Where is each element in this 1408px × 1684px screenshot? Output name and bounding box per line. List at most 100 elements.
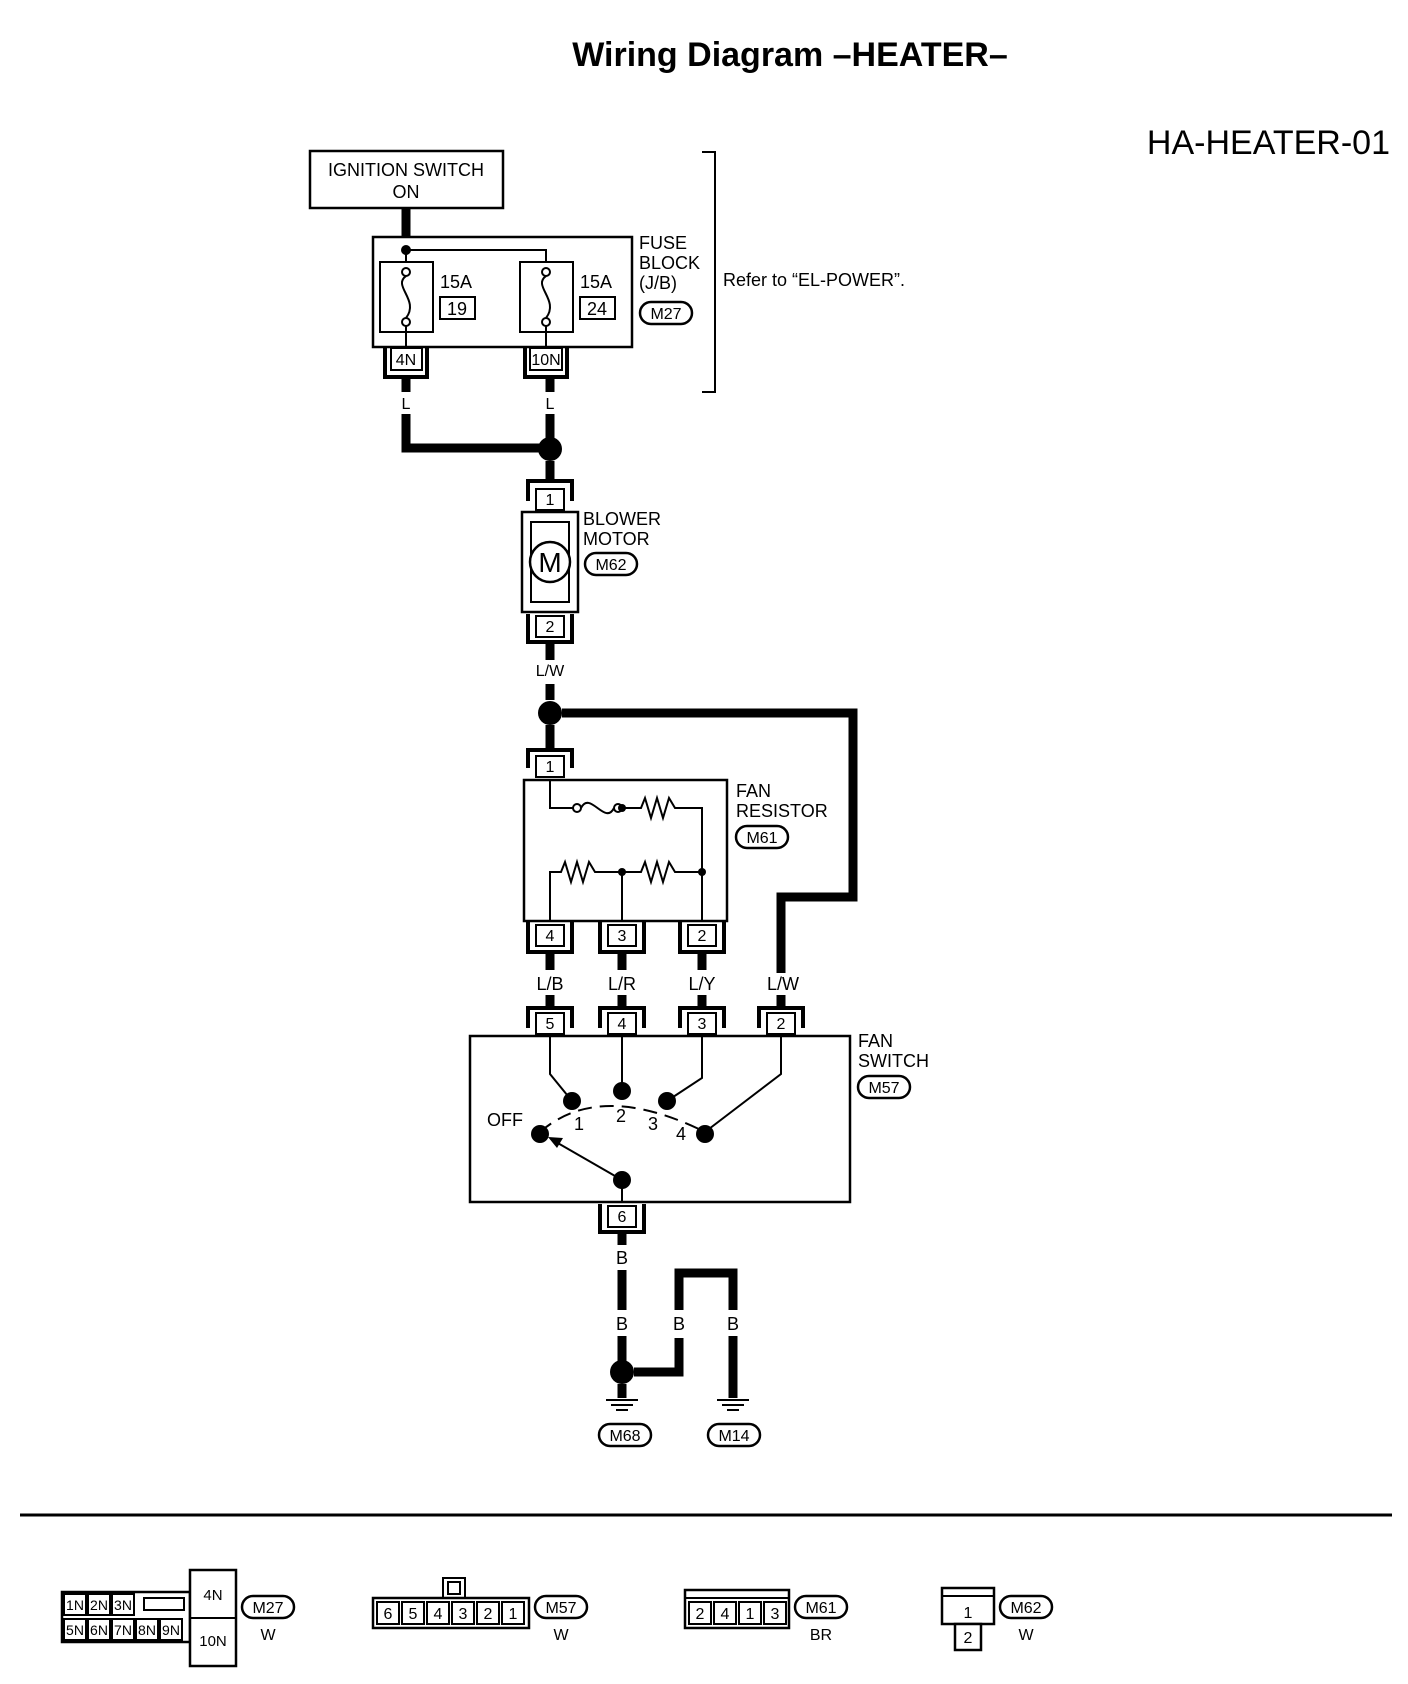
switch-contact-1	[563, 1092, 581, 1110]
connector-view-m27: 1N 2N 3N 5N 6N 7N 8N 9N 4N 10N M27 W	[60, 1568, 296, 1668]
switch-pos-1: 1	[574, 1114, 584, 1134]
m27-side-bottom: 10N	[199, 1633, 227, 1650]
switch-pos-off: OFF	[487, 1110, 523, 1130]
switch-pin-4-label: 4	[618, 1016, 627, 1033]
switch-pos-3: 3	[648, 1114, 658, 1134]
switch-pin-6: 6	[598, 1204, 646, 1234]
wire-label-fuse2: L	[546, 396, 555, 413]
fuse-24-number: 24	[587, 299, 607, 319]
fuse-24-amps: 15A	[580, 272, 612, 292]
m57-color: W	[553, 1627, 569, 1644]
wire-label-lw-2: L/W	[767, 974, 799, 994]
switch-pin-6-label: 6	[618, 1209, 627, 1226]
terminal-4n-label: 4N	[396, 352, 416, 369]
splice-upper	[538, 437, 562, 461]
m61-cell: 4	[721, 1606, 730, 1623]
m57-cell: 4	[434, 1606, 443, 1623]
m61-cell: 1	[746, 1606, 755, 1623]
m57-cell: 1	[509, 1606, 518, 1623]
terminal-10n: 10N	[523, 347, 569, 379]
resistor-element-1	[622, 794, 703, 872]
terminal-4n: 4N	[383, 347, 429, 379]
blower-motor: 1 M 2 BLOWER MOTOR M62	[520, 479, 661, 644]
blower-pin-2: 2	[546, 619, 555, 636]
m27-id: M27	[252, 1600, 283, 1617]
resistor-pin-4-label: 4	[546, 928, 555, 945]
m62-id: M62	[1010, 1600, 1041, 1617]
switch-label-1: FAN	[858, 1031, 893, 1051]
switch-contact-3	[658, 1092, 676, 1110]
m27-cell: 8N	[138, 1622, 156, 1638]
refer-bracket	[702, 151, 716, 393]
wire-ground-splice	[634, 1338, 684, 1377]
connector-view-m62: 1 2 M62 W	[940, 1586, 1054, 1652]
motor-symbol: M	[538, 547, 561, 578]
wire-label-fuse1: L	[402, 396, 411, 413]
m27-cell: 2N	[90, 1597, 108, 1613]
refer-el-power: Refer to “EL-POWER”.	[723, 270, 905, 290]
wire-bypass-lw	[562, 708, 858, 973]
switch-pin-3: 3	[678, 1006, 726, 1035]
m27-cell: 6N	[90, 1622, 108, 1638]
blower-pin-1: 1	[546, 492, 555, 509]
resistor-connector: M61	[746, 830, 777, 847]
resistor-element-2	[549, 858, 622, 921]
switch-contact-off	[531, 1125, 549, 1143]
blower-label-2: MOTOR	[583, 529, 650, 549]
resistor-label-1: FAN	[736, 781, 771, 801]
splice-middle	[538, 701, 562, 725]
m57-cell: 6	[384, 1606, 393, 1623]
switch-pin-5-label: 5	[546, 1016, 555, 1033]
m27-cell: 7N	[114, 1622, 132, 1638]
ground-m68: M68	[597, 1399, 653, 1448]
m27-cell: 1N	[66, 1597, 84, 1613]
terminal-10n-label: 10N	[531, 352, 560, 369]
wire-label-b-c: B	[727, 1314, 739, 1334]
m62-cell: 2	[964, 1630, 973, 1647]
switch-pin-2-label: 2	[777, 1016, 786, 1033]
switch-pin-3-label: 3	[698, 1016, 707, 1033]
m61-color: BR	[810, 1627, 832, 1644]
switch-pin-4: 4	[598, 1006, 646, 1035]
m61-cell: 2	[696, 1606, 705, 1623]
blower-connector: M62	[595, 557, 626, 574]
fuse-19-amps: 15A	[440, 272, 472, 292]
wire-ground-loop	[674, 1268, 738, 1310]
m27-color: W	[260, 1627, 276, 1644]
connector-view-m61: 2 4 1 3 M61 BR	[683, 1588, 849, 1644]
resistor-label-2: RESISTOR	[736, 801, 828, 821]
fuse-block-label-1: FUSE	[639, 233, 687, 253]
page-title: Wiring Diagram –HEATER–	[572, 36, 1007, 74]
resistor-pin-1: 1	[546, 759, 555, 776]
fuse-block-connector: M27	[650, 306, 681, 323]
m27-cell: 5N	[66, 1622, 84, 1638]
m62-cell: 1	[964, 1605, 973, 1622]
resistor-pin-2-label: 2	[698, 928, 707, 945]
fuse-19-number: 19	[447, 299, 467, 319]
m57-cell: 5	[409, 1606, 418, 1623]
wire-label-ly: L/Y	[688, 974, 715, 994]
ground-m14: M14	[706, 1399, 762, 1448]
splice-ground	[610, 1360, 634, 1384]
wire-fuse1-to-splice	[401, 414, 550, 453]
connector-view-m57: 6 5 4 3 2 1 M57 W	[371, 1577, 589, 1644]
switch-label-2: SWITCH	[858, 1051, 929, 1071]
switch-contact-2	[613, 1082, 631, 1100]
ignition-switch-label: IGNITION SWITCH	[328, 160, 484, 180]
resistor-pin-3: 3	[598, 922, 646, 954]
ignition-switch: IGNITION SWITCH ON	[308, 149, 505, 210]
wire-label-b-b: B	[673, 1314, 685, 1334]
resistor-pin-4: 4	[526, 922, 574, 954]
m57-cell: 3	[459, 1606, 468, 1623]
switch-arm	[555, 1141, 623, 1181]
m27-side-top: 4N	[203, 1587, 222, 1604]
ignition-switch-state: ON	[393, 182, 420, 202]
fuse-block: 15A 19 15A 24 FUSE BLOCK (J/B) M27	[371, 233, 700, 349]
wire-label-b-a: B	[616, 1314, 628, 1334]
fan-resistor: 1 FAN RESISTOR M61	[522, 748, 828, 923]
fan-switch: OFF 1 2 3 4 FAN SWITCH M57	[468, 1031, 929, 1204]
switch-contact-4	[696, 1125, 714, 1143]
fuse-block-label-2: BLOCK	[639, 253, 700, 273]
resistor-pin-2: 2	[678, 922, 726, 954]
